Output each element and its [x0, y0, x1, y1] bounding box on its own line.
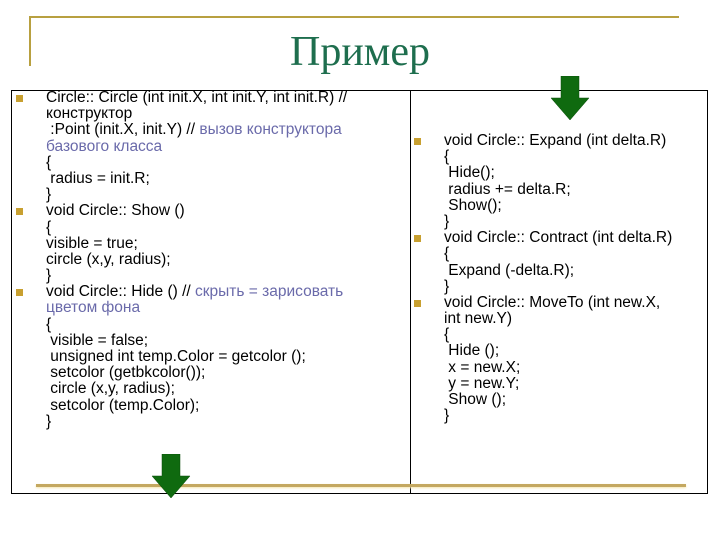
code-text: radius = init.R; [46, 169, 150, 187]
title-frame-left-line [29, 16, 31, 66]
arrow-down-icon [550, 76, 590, 121]
code-text: circle (x,y, radius); [46, 250, 171, 268]
code-text: void Circle:: Expand (int delta.R) [444, 132, 667, 149]
code-line: цветом фона [46, 300, 347, 316]
code-text: Hide(); [444, 164, 495, 182]
code-text: } [444, 212, 450, 230]
code-line: circle (x,y, radius); [46, 250, 347, 268]
code-text: void Circle:: MoveTo (int new.X, [444, 293, 661, 311]
comment-text: скрыть = зарисовать [195, 283, 344, 301]
code-line: void Circle:: Hide () // скрыть = зарисо… [16, 283, 347, 301]
code-line: } [46, 187, 347, 203]
bullet-square-icon [16, 208, 23, 216]
code-text: void Circle:: Contract (int delta.R) [444, 229, 673, 247]
title-frame-top-line [29, 16, 679, 18]
comment-text: базового класса [46, 137, 163, 155]
code-text: Hide (); [444, 342, 500, 360]
code-table [11, 90, 708, 494]
code-text: { [444, 326, 450, 344]
code-text: { [46, 153, 52, 171]
code-text: } [444, 407, 450, 425]
code-line: circle (x,y, radius); [46, 381, 347, 397]
code-line: { [46, 218, 347, 236]
code-text: Expand (-delta.R); [444, 261, 575, 279]
code-text: int new.Y) [444, 310, 513, 328]
column-divider [410, 90, 411, 494]
code-line: } [46, 412, 347, 430]
comment-text: вызов конструктора [199, 121, 342, 139]
code-text: setcolor (getbkcolor()); [46, 364, 206, 382]
code-text: } [46, 186, 52, 204]
code-line: y = new.Y; [444, 374, 672, 392]
code-line: radius = init.R; [46, 169, 347, 187]
code-text: void Circle:: Show () [46, 202, 185, 220]
code-text: circle (x,y, radius); [46, 380, 175, 398]
code-line: Show(); [444, 196, 672, 214]
bullet-square-icon [414, 299, 421, 307]
code-text: } [46, 267, 52, 285]
code-text: Show(); [444, 196, 502, 214]
code-text: void Circle:: Hide () // [46, 283, 196, 301]
code-text: unsigned int temp.Color = getcolor (); [46, 348, 306, 365]
code-line: базового класса [46, 137, 347, 155]
bullet-square-icon [414, 235, 421, 243]
code-text: { [46, 315, 52, 333]
code-text: radius += delta.R; [444, 180, 571, 198]
code-line: { [46, 153, 347, 171]
code-text: { [444, 148, 450, 166]
code-text: visible = false; [46, 331, 149, 349]
bullet-square-icon [414, 138, 421, 145]
bullet-square-icon [16, 289, 23, 297]
code-line: radius += delta.R; [444, 180, 672, 198]
code-line: setcolor (getbkcolor()); [46, 365, 347, 381]
code-text: visible = true; [46, 234, 138, 252]
comment-text: цветом фона [46, 299, 141, 317]
arrow-down-icon [151, 454, 191, 499]
code-line: x = new.X; [444, 358, 672, 376]
code-text: :Point (init.X, init.Y) // [46, 121, 200, 139]
code-line: int new.Y) [444, 310, 672, 328]
code-line: Show (); [444, 391, 672, 408]
code-text: } [46, 412, 52, 430]
code-text: x = new.X; [444, 358, 521, 376]
code-line: setcolor (temp.Color); [46, 396, 347, 414]
code-line: Hide(); [444, 165, 672, 181]
code-line: Circle:: Circle (int init.X, int init.Y,… [16, 89, 348, 106]
code-line: { [444, 246, 672, 262]
code-line: void Circle:: Expand (int delta.R) [414, 132, 672, 149]
code-text: Circle:: Circle (int init.X, int init.Y,… [46, 89, 348, 106]
code-line: Hide (); [444, 343, 672, 359]
code-line: { [444, 327, 672, 343]
code-line: void Circle:: Show () [16, 202, 347, 220]
code-text: } [444, 277, 450, 295]
right-code-column: void Circle:: Expand (int delta.R){ Hide… [414, 132, 673, 424]
code-line: Expand (-delta.R); [444, 261, 672, 279]
code-line: visible = true; [46, 234, 347, 252]
code-text: конструктор [46, 105, 133, 123]
code-line: void Circle:: MoveTo (int new.X, [414, 293, 672, 311]
code-line: unsigned int temp.Color = getcolor (); [46, 348, 347, 365]
code-line: } [46, 267, 347, 285]
left-code-column: Circle:: Circle (int init.X, int init.Y,… [16, 89, 348, 430]
code-text: y = new.Y; [444, 374, 520, 392]
code-line: { [444, 149, 672, 165]
code-line: } [444, 408, 672, 424]
slide-title: Пример [289, 29, 431, 75]
code-text: Show (); [444, 391, 507, 408]
code-line: } [444, 212, 672, 230]
bullet-square-icon [16, 95, 23, 102]
code-line: } [444, 277, 672, 295]
code-line: visible = false; [46, 331, 347, 349]
code-text: setcolor (temp.Color); [46, 396, 200, 414]
code-line: void Circle:: Contract (int delta.R) [414, 229, 673, 247]
code-line: :Point (init.X, init.Y) // вызов констру… [46, 122, 347, 138]
code-text: { [46, 218, 52, 236]
code-line: конструктор [46, 106, 347, 122]
bottom-gold-line [36, 484, 686, 487]
code-line: { [46, 315, 347, 333]
code-text: { [444, 245, 450, 263]
